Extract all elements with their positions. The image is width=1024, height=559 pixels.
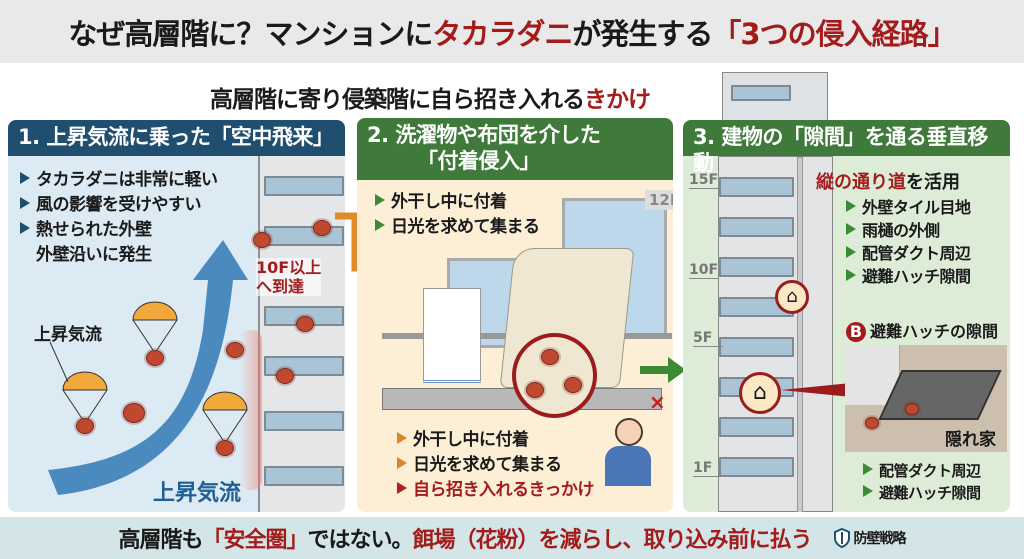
- mite-icon: [296, 316, 314, 332]
- mite-icon: [313, 220, 331, 236]
- route-bullets: 外壁タイル目地 雨樋の外側 配管ダクト周辺 避難ハッチ隙間: [846, 196, 971, 288]
- mite-icon: [541, 349, 559, 365]
- brand-logo: 防壁戦略: [833, 528, 907, 548]
- mite-icon: [226, 342, 244, 358]
- title-text-2: が発生する: [572, 16, 713, 51]
- bullet-triangle-icon: [863, 485, 873, 497]
- heat-glow: [240, 330, 262, 490]
- tower-illustration: [718, 156, 833, 512]
- subtitle: 高層階に寄り侵築階に自ら招き入れるきかけ: [150, 80, 710, 114]
- bullet-triangle-icon: [863, 463, 873, 475]
- panel-attachment: 2. 洗濯物や布団を介した「付着侵入」 12F × 外干し中に付着 日光を求めて…: [357, 118, 673, 512]
- floor-tag-12f: 12F: [645, 190, 673, 210]
- mite-icon: [76, 418, 94, 434]
- mite-icon: [253, 232, 271, 248]
- updraft-arrow: [48, 240, 248, 495]
- footer-text-2: ではない。: [307, 528, 414, 553]
- bullet-text: 風の影響を受けやすい: [36, 195, 202, 215]
- bullet-triangle-icon: [397, 457, 407, 469]
- mite-icon: [123, 403, 145, 423]
- title-highlight-mite: タカラダニ: [432, 16, 573, 51]
- mite-icon: [276, 368, 294, 384]
- footer-banner: 高層階も「安全圏」ではない。餌場（花粉）を減らし、取り込み前に払う 防壁戦略: [0, 517, 1024, 559]
- floor-label-10f: 10F: [689, 262, 719, 279]
- house-icon: ⌂: [739, 372, 781, 414]
- bullet-text: 外壁沿いに発生: [36, 245, 152, 265]
- label-updraft-small: 上昇気流: [34, 325, 102, 345]
- bullet-text: タカラダニは非常に軽い: [36, 170, 218, 190]
- person-brushing: [605, 418, 655, 488]
- balcony-row: [264, 466, 344, 486]
- balcony-row: [719, 337, 794, 357]
- mite-icon: [905, 403, 919, 415]
- hideout-label: 隠れ家: [945, 430, 996, 450]
- house-search-icon: ⌂: [775, 280, 809, 314]
- footer-highlight-action: 餌場（花粉）を減らし、取り込み前に払う: [412, 528, 813, 553]
- bullet-triangle-icon: [846, 223, 856, 235]
- magnifier-circle: [512, 333, 597, 418]
- reach-10f-label: 10F以上へ到達: [256, 258, 322, 296]
- title-highlight-routes: 「3つの侵入経路」: [712, 16, 956, 51]
- panel1-header: 1. 上昇気流に乗った「空中飛来」: [8, 120, 345, 156]
- title-text: なぜ高層階に？マンションに: [68, 16, 433, 51]
- balcony-row: [719, 217, 794, 237]
- balcony-row: [719, 417, 794, 437]
- bullet-triangle-icon: [20, 222, 30, 234]
- shield-icon: [833, 528, 850, 548]
- bullet-triangle-icon: [375, 219, 385, 231]
- bullet-triangle-icon: [846, 246, 856, 258]
- x-mark-icon: ×: [649, 390, 666, 414]
- bullet-triangle-icon: [20, 197, 30, 209]
- subtitle-text: 高層階に寄り侵築階に自ら招き入れる: [210, 87, 585, 113]
- bullet-triangle-icon: [846, 269, 856, 281]
- balcony-row: [719, 457, 794, 477]
- balcony-row: [731, 85, 791, 101]
- badge-b: B: [846, 322, 866, 342]
- mite-icon: [526, 382, 544, 398]
- panel-vertical-move: 3. 建物の「隙間」を通る垂直移動 15F 10F 5F 1F ⌂ ⌂ 縦の通り…: [683, 120, 1010, 512]
- tower-top: [722, 72, 828, 120]
- hatch-illustration: 隠れ家: [845, 345, 1007, 452]
- mite-icon: [564, 377, 582, 393]
- bullet-triangle-icon: [397, 432, 407, 444]
- green-arrow: [640, 357, 686, 383]
- title-bar: なぜ高層階に？マンションにタカラダニが発生する「3つの侵入経路」: [0, 0, 1024, 63]
- mite-icon: [865, 417, 879, 429]
- balcony-row: [719, 177, 794, 197]
- mite-icon: [146, 350, 164, 366]
- pointer-wedge: [781, 383, 851, 397]
- subtitle-highlight: きかけ: [584, 87, 651, 113]
- balcony-row: [264, 411, 344, 431]
- bullet-triangle-icon: [20, 172, 30, 184]
- building-illustration: [258, 156, 345, 512]
- bullet-triangle-icon: [846, 200, 856, 212]
- panel1-bullets: タカラダニは非常に軽い 風の影響を受けやすい 熱せられた外壁 外壁沿いに発生: [20, 168, 218, 268]
- panel2-header: 2. 洗濯物や布団を介した「付着侵入」: [357, 118, 673, 180]
- floor-label-1f: 1F: [693, 460, 723, 477]
- bullet-triangle-icon: [375, 194, 385, 206]
- footer-text: 高層階も: [118, 528, 203, 553]
- floor-label-15f: 15F: [689, 172, 719, 189]
- balcony-row: [264, 176, 344, 196]
- bullet-text: 熱せられた外壁: [36, 220, 152, 240]
- panel-air-flight: 1. 上昇気流に乗った「空中飛来」 タカラダニは非常に軽い 風の影響を受けやすい…: [8, 120, 345, 512]
- footer-highlight-safe: 「安全圏」: [202, 528, 308, 553]
- panel2-top-bullets: 外干し中に付着 日光を求めて集まる: [375, 190, 540, 240]
- floor-label-5f: 5F: [693, 330, 723, 347]
- towel: [423, 288, 481, 383]
- panel3-bottom-bullets: 配管ダクト周辺 避難ハッチ隙間: [863, 460, 981, 504]
- route-title: 縦の通り道を活用: [816, 172, 960, 193]
- balcony-row: [719, 257, 794, 277]
- mite-icon: [216, 440, 234, 456]
- bullet-triangle-icon: [397, 482, 407, 494]
- panel2-bottom-bullets: 外干し中に付着 日光を求めて集まる 自ら招き入れるきっかけ: [397, 428, 594, 503]
- panel3-header: 3. 建物の「隙間」を通る垂直移動: [683, 120, 1010, 175]
- label-updraft-big: 上昇気流: [153, 481, 242, 506]
